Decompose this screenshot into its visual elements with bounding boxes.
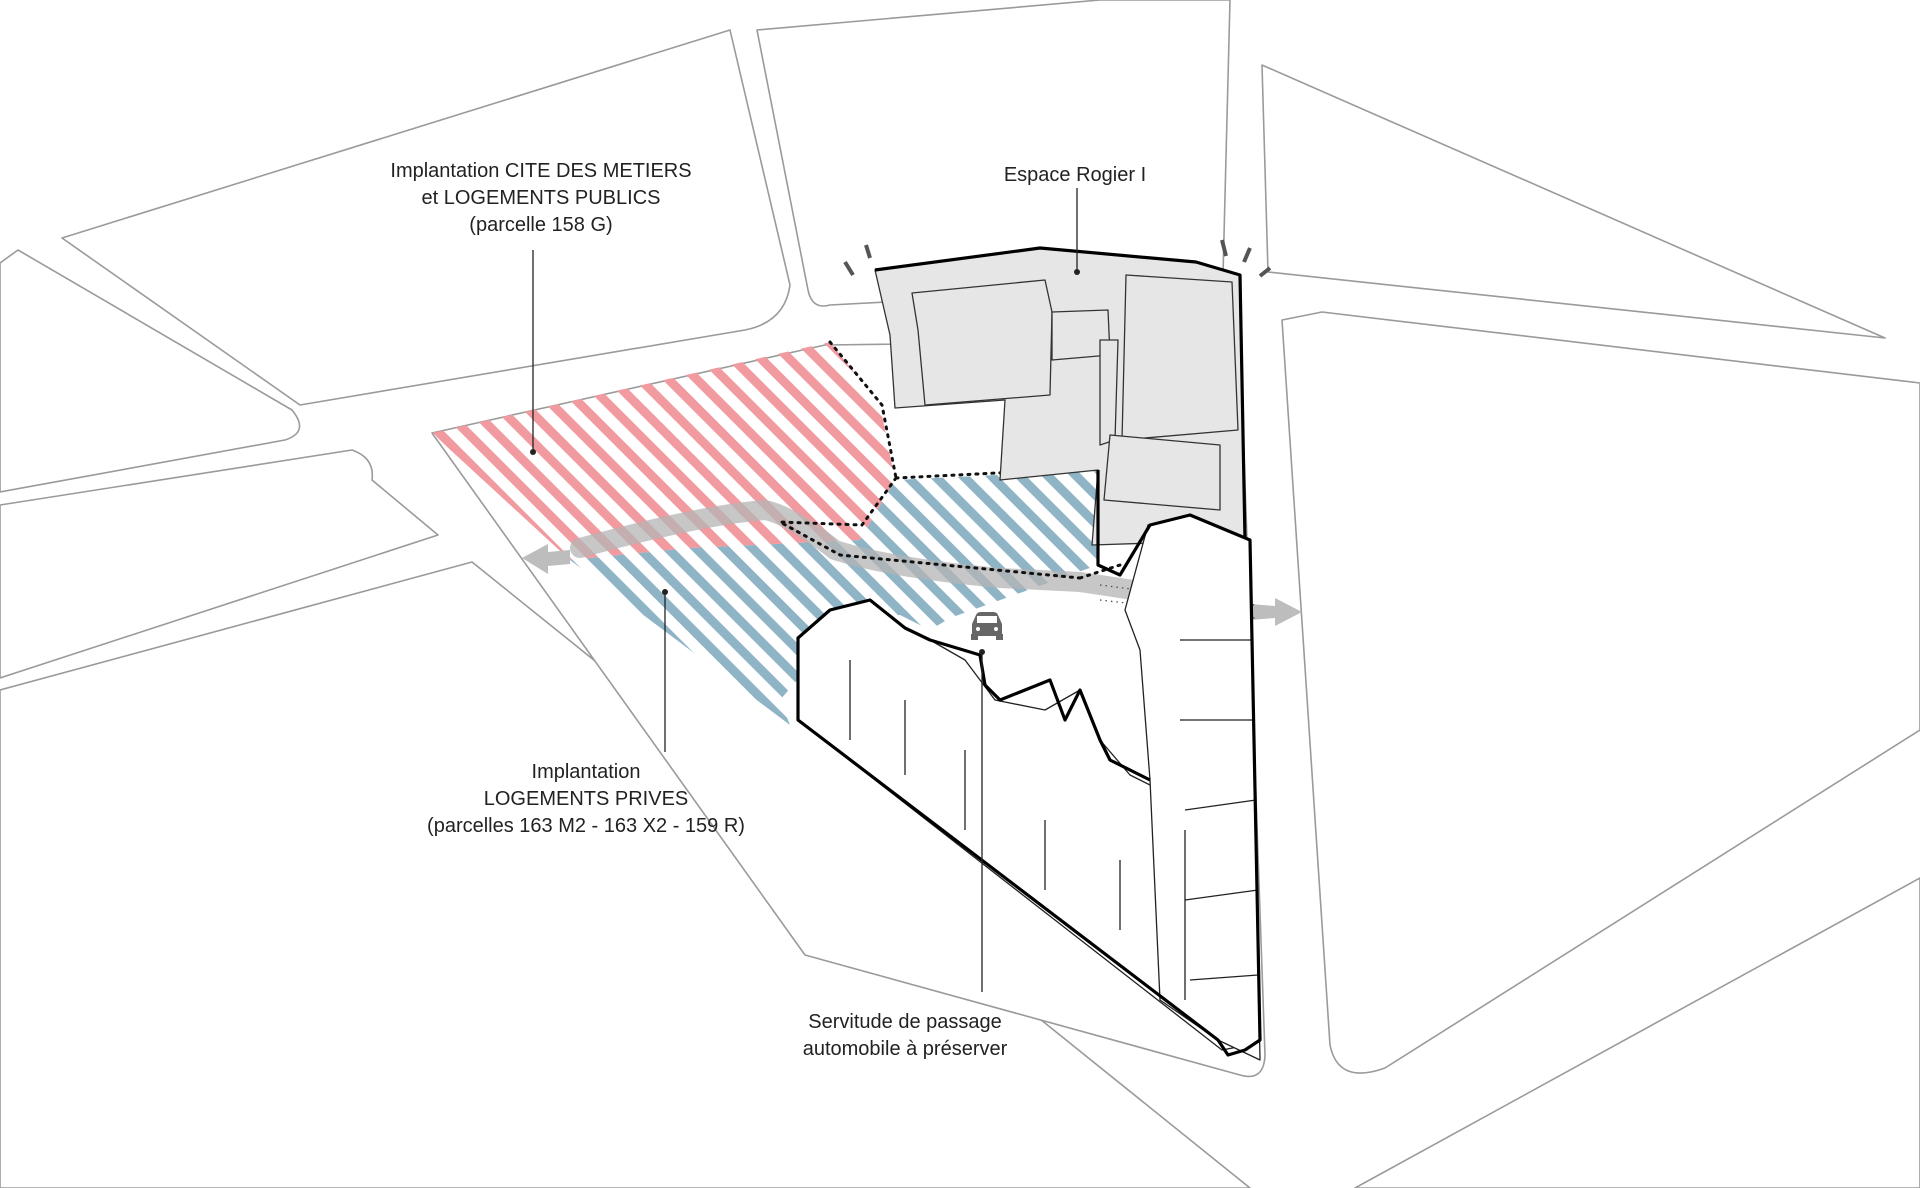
leaders	[530, 188, 1080, 992]
boundary-east-right	[1078, 563, 1122, 580]
passage-path	[522, 499, 1302, 626]
block-west-upper	[0, 249, 301, 493]
block-south-west	[0, 561, 1251, 1188]
tower-line-5	[1189, 974, 1259, 981]
tower-line-4	[1184, 889, 1259, 901]
leader-prives-dot	[662, 589, 668, 595]
label-servitude-line2: automobile à préserver	[803, 1038, 1008, 1060]
block-east	[1281, 311, 1920, 1074]
private-buildings	[796, 470, 1262, 1061]
label-prives-line3: (parcelles 163 M2 - 163 X2 - 159 R)	[427, 815, 745, 837]
tick-5	[1258, 266, 1272, 278]
arrow-right-icon	[1250, 598, 1302, 626]
leader-servitude-dot	[979, 649, 985, 655]
tick-1	[843, 260, 855, 277]
label-espace-rogier: Espace Rogier I	[1004, 164, 1146, 186]
tick-4	[1242, 247, 1252, 263]
block-north-west	[61, 29, 791, 406]
tick-2	[864, 244, 872, 259]
leader-rogier-dot	[1074, 269, 1080, 275]
car-icon	[971, 612, 1003, 640]
tower-line-3	[1184, 799, 1257, 811]
boundary-red-blue	[779, 476, 1082, 580]
rogier-block-d	[1099, 339, 1119, 446]
zone-logements-prives	[570, 470, 1098, 725]
block-west-middle	[0, 449, 439, 679]
private-outline	[796, 470, 1262, 1057]
rogier-block-c	[1121, 274, 1239, 441]
leader-cite-dot	[530, 449, 536, 455]
passage-band	[570, 499, 1210, 610]
block-north-east	[1261, 64, 1886, 339]
label-cite-line3: (parcelle 158 G)	[469, 214, 612, 236]
label-cite-line1: Implantation CITE DES METIERS	[390, 160, 691, 182]
rogier-block-e	[1103, 434, 1221, 511]
boundary-red-east	[828, 340, 898, 480]
labels: Implantation CITE DES METIERS et LOGEMEN…	[390, 160, 1146, 1060]
label-prives-line2: LOGEMENTS PRIVES	[484, 788, 689, 810]
label-cite-line2: et LOGEMENTS PUBLICS	[422, 187, 661, 209]
arrow-left-icon	[522, 544, 570, 574]
label-servitude-line1: Servitude de passage	[808, 1011, 1001, 1033]
block-south-east	[1354, 877, 1920, 1188]
label-prives-line1: Implantation	[532, 761, 641, 783]
tick-3	[1220, 239, 1228, 257]
rogier-block-a	[911, 279, 1053, 406]
block-north	[756, 0, 1231, 307]
espace-rogier-building	[843, 239, 1272, 546]
rogier-outline	[874, 246, 1247, 541]
